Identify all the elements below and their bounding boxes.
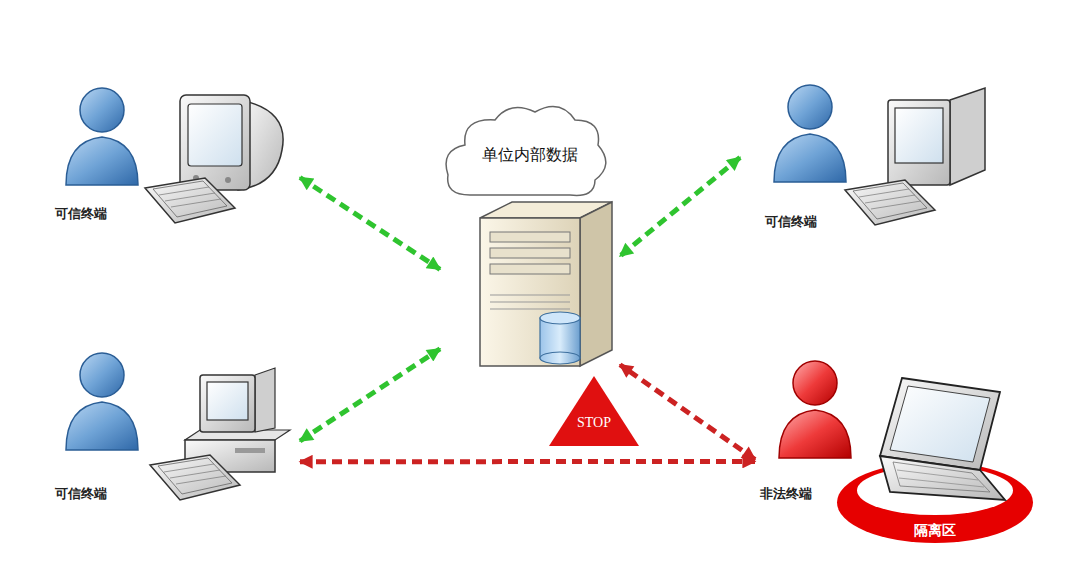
stop-triangle: STOP: [548, 375, 640, 447]
keyboard: [845, 180, 935, 225]
dashed-arrow: [620, 158, 740, 257]
user-figure: [66, 353, 138, 450]
dashed-arrow: [620, 365, 755, 460]
node-label: 可信终端: [765, 213, 817, 231]
keyboard: [145, 178, 235, 223]
node-label: 非法终端: [760, 485, 812, 503]
crt-monitor: [180, 95, 283, 190]
keyboard: [150, 455, 240, 500]
isolation-zone: 隔离区: [835, 460, 1035, 545]
node-label: 隔离区: [835, 522, 1035, 540]
illegal-user-figure: [779, 361, 851, 458]
node-label: STOP: [548, 415, 640, 431]
node-label: 单位内部数据: [440, 145, 620, 166]
triangle-outline: [548, 375, 640, 447]
dashed-arrow: [300, 459, 755, 464]
node-label: 可信终端: [55, 485, 107, 503]
dashed-arrow: [300, 178, 440, 270]
lcd-monitor: [888, 88, 985, 185]
trusted-terminal: 可信终端: [740, 80, 1000, 235]
database-cylinder: [540, 312, 580, 364]
illegal-terminal: 非法终端隔离区: [755, 355, 1040, 545]
data-server: 单位内部数据: [440, 105, 620, 370]
user-figure: [66, 88, 138, 185]
node-label: 可信终端: [55, 205, 107, 223]
dashed-arrow: [300, 349, 440, 441]
user-figure: [774, 85, 846, 182]
trusted-terminal: 可信终端: [50, 345, 300, 505]
trusted-terminal: 可信终端: [50, 80, 300, 230]
server: [480, 202, 612, 366]
